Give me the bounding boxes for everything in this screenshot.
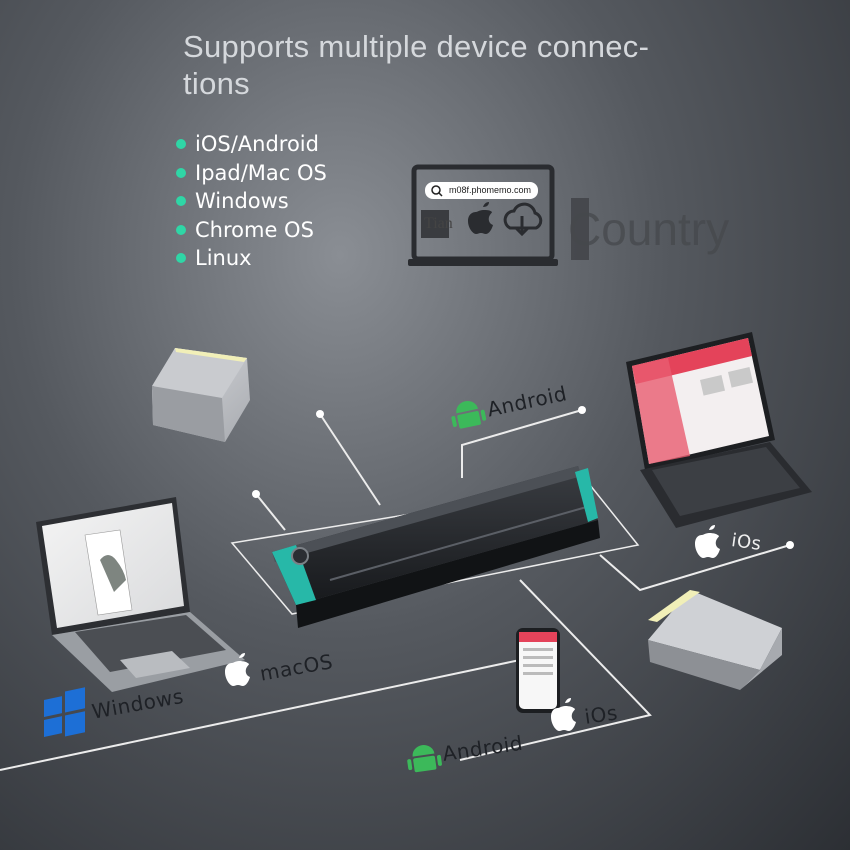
feature-label: Linux	[195, 246, 252, 270]
power-button-icon	[291, 547, 309, 565]
feature-label: iOS/Android	[195, 132, 319, 156]
url-text: m08f.phomemo.com	[449, 185, 532, 195]
apple-icon	[551, 698, 576, 731]
feature-label: Windows	[195, 189, 289, 213]
paper-stack-icon	[152, 348, 250, 442]
bullet-dot-icon	[176, 167, 186, 178]
feature-label: Chrome OS	[195, 217, 314, 242]
platform-label-ios: iOs	[730, 530, 763, 555]
android-icon	[407, 745, 442, 773]
paper-stack-icon	[648, 590, 782, 690]
cloud-download-icon	[503, 202, 543, 230]
connector-line	[459, 579, 652, 761]
connector-line	[461, 409, 583, 478]
android-icon	[451, 401, 487, 429]
connector-dot	[786, 541, 794, 549]
connector-line	[319, 413, 381, 506]
feature-list: iOS/Android Ipad/Mac OS Windows Chrome O…	[176, 130, 327, 273]
feature-item: Chrome OS	[176, 216, 327, 245]
apple-icon	[695, 525, 720, 558]
watermark-text: Country	[568, 203, 730, 255]
search-icon	[431, 185, 441, 195]
bullet-dot-icon	[176, 196, 186, 207]
tablet-device	[626, 332, 812, 528]
connector-line	[255, 493, 286, 531]
connector-dot	[252, 490, 260, 498]
watermark-text: Tian	[424, 215, 453, 232]
bullet-dot-icon	[176, 253, 186, 264]
feature-label: Ipad/Mac OS	[195, 160, 327, 185]
windows-icon	[44, 687, 85, 737]
bullet-dot-icon	[176, 224, 186, 235]
feature-item: Windows	[176, 187, 327, 216]
connector-line	[599, 544, 791, 592]
windows-icon	[421, 210, 449, 238]
laptop-device	[36, 497, 245, 692]
platform-label-ios: iOs	[583, 700, 620, 729]
feature-item: Linux	[176, 244, 327, 273]
web-print-laptop-icon	[408, 164, 589, 266]
apple-icon	[468, 202, 493, 234]
connector-dot	[316, 410, 324, 418]
feature-item: Ipad/Mac OS	[176, 159, 327, 188]
connector-line	[0, 659, 521, 771]
apple-icon	[225, 653, 250, 686]
phone-device	[516, 628, 560, 713]
feature-item: iOS/Android	[176, 130, 327, 159]
bullet-dot-icon	[176, 139, 186, 150]
connector-dot	[578, 406, 586, 414]
portable-printer	[272, 466, 600, 628]
headline: Supports multiple device connec-tions	[183, 29, 650, 101]
connector-dots	[252, 406, 794, 549]
